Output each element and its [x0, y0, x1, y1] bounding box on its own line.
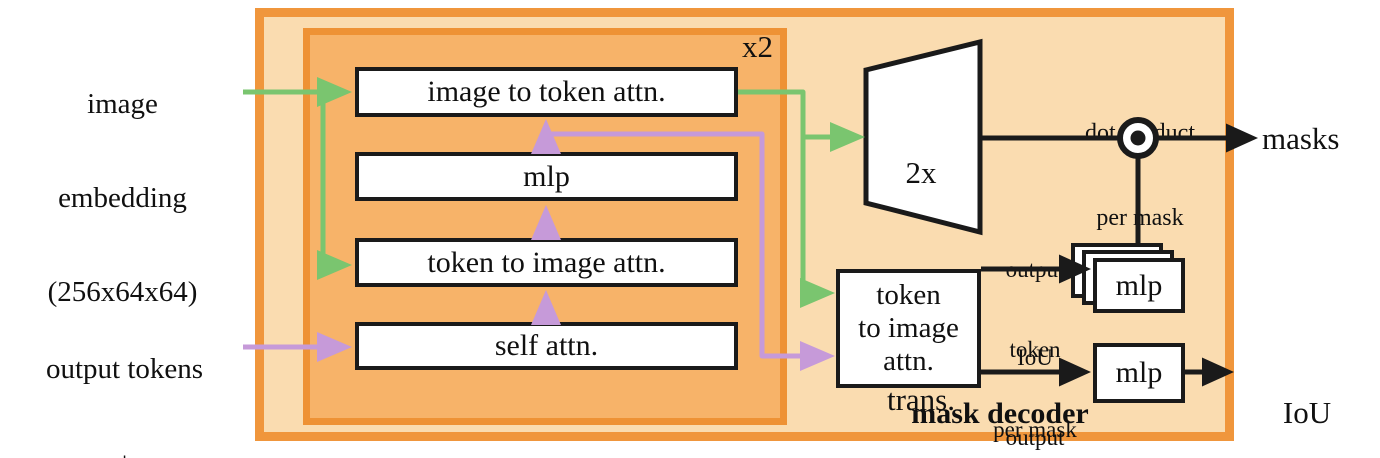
path-image-embedding-branch-to-token-to-image — [317, 92, 353, 280]
block-label: self attn. — [494, 329, 599, 362]
output-token-line-3: per mask — [993, 417, 1077, 443]
repeat-badge: x2 — [742, 29, 773, 64]
image-embedding-line-1: image — [87, 87, 158, 120]
final-attn-line-1: token — [876, 278, 941, 311]
path-image-to-token-out-to-final-attn — [800, 137, 836, 308]
block-label: image to token attn. — [427, 75, 666, 108]
iou-token-line-2: output — [1005, 425, 1065, 451]
final-attn-line-2: to image — [858, 311, 959, 344]
dot-product-center-dot — [1130, 130, 1146, 146]
block-mlp[interactable]: mlp — [355, 152, 738, 201]
mask-mlp-stack-front[interactable]: mlp — [1093, 258, 1185, 313]
output-token-line-2: token — [1009, 337, 1061, 363]
iou-scores-line-1: IoU — [1282, 395, 1332, 431]
block-label: token to image attn. — [427, 245, 666, 279]
dot-product-line-2: per mask — [1096, 204, 1184, 231]
output-iou-scores-label: IoU scores — [1237, 325, 1377, 458]
mask-decoder-caption: mask decoder — [911, 397, 1089, 430]
block-image-to-token-attn[interactable]: image to token attn. — [355, 67, 738, 117]
output-masks-label: masks — [1262, 121, 1340, 156]
image-embedding-line-2: embedding — [58, 181, 187, 214]
tokens-line-2: + — [2, 447, 247, 458]
iou-mlp-label: mlp — [1115, 356, 1163, 389]
image-embedding-line-3: (256x64x64) — [47, 275, 198, 308]
tokens-line-1: output tokens — [45, 352, 204, 385]
iou-token-line-1: IoU — [1017, 345, 1053, 371]
block-label: mlp — [523, 159, 570, 193]
mask-mlp-label: mlp — [1115, 268, 1163, 302]
iou-mlp[interactable]: mlp — [1093, 343, 1185, 403]
block-token-to-image-attn[interactable]: token to image attn. — [355, 238, 738, 287]
block-final-token-to-image-attn[interactable]: token to image attn. — [836, 269, 981, 388]
input-tokens-label: output tokens + prompt tokens (Ntokensx2… — [2, 291, 247, 458]
upsampler-trapezoid[interactable] — [863, 38, 983, 236]
final-attn-line-3: attn. — [883, 345, 934, 378]
input-image-embedding-label: image embedding (256x64x64) — [10, 26, 235, 370]
upsampler-line-1: 2x — [905, 154, 937, 190]
iou-output-token-annotation: IoU output token — [985, 292, 1085, 458]
path-tokens-skip-to-final-attn — [546, 131, 836, 371]
path-image-to-token-out-to-upsampler — [738, 89, 866, 152]
